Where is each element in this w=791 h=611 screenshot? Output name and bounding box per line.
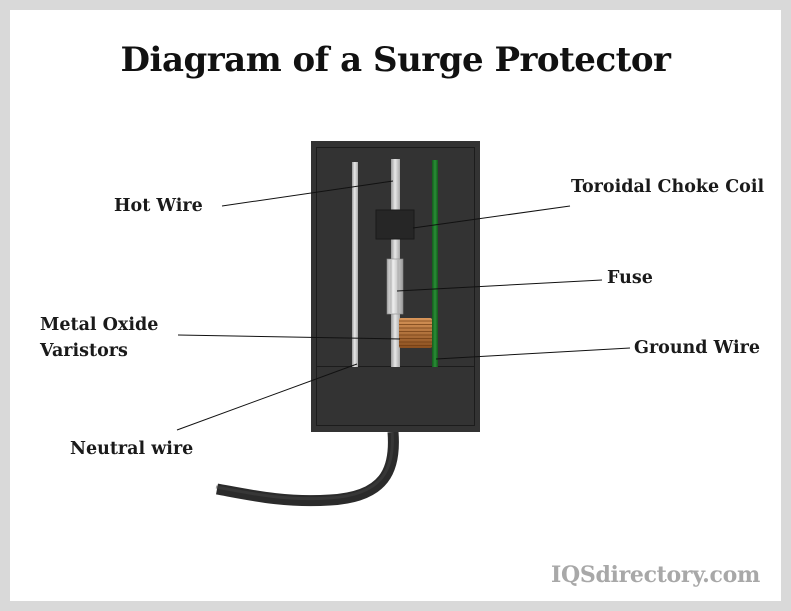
label-neutral-wire: Neutral wire (70, 439, 194, 459)
leader-ground-wire (435, 347, 631, 360)
leader-choke (412, 205, 571, 229)
neutral-wire (352, 162, 358, 367)
leader-hot-wire (221, 180, 394, 207)
label-toroidal-choke-coil: Toroidal Choke Coil (571, 177, 765, 197)
leader-fuse (396, 279, 603, 292)
leader-neutral-wire (176, 363, 358, 431)
watermark: IQSdirectory.com (551, 562, 760, 588)
label-hot-wire: Hot Wire (114, 196, 203, 216)
label-ground-wire: Ground Wire (634, 338, 760, 358)
leader-varistors (177, 334, 401, 340)
diagram-title: Diagram of a Surge Protector (120, 40, 671, 80)
label-metal-oxide-varistors-line1: Metal Oxide (40, 315, 159, 335)
label-metal-oxide-varistors-line2: Varistors (40, 341, 128, 361)
label-fuse: Fuse (607, 268, 653, 288)
fuse (386, 258, 404, 315)
ground-wire (432, 160, 438, 367)
toroidal-choke-coil (375, 209, 415, 240)
metal-oxide-varistors (399, 318, 432, 348)
